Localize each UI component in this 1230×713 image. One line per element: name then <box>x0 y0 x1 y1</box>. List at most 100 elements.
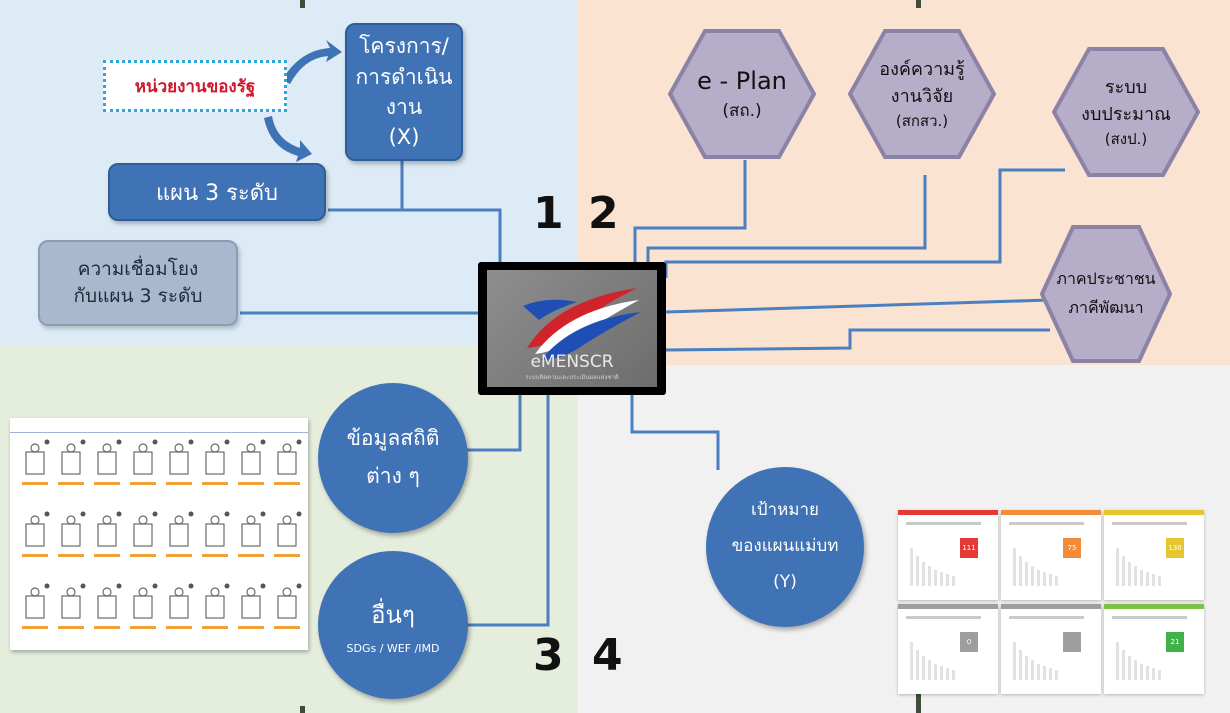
circle-others-line-1: อื่นๆ <box>371 601 415 629</box>
logo-brand: eMENSCR <box>530 352 614 372</box>
issue-icon <box>238 583 266 629</box>
wire-eplan <box>633 160 747 262</box>
thumbnail-bar <box>916 650 919 680</box>
issue-icon <box>274 511 302 557</box>
project-line-3: (X) <box>388 125 420 150</box>
thumbnail-bar <box>1134 660 1137 680</box>
thumbnail-bar <box>922 656 925 680</box>
thumbnail-title-line <box>1112 522 1187 525</box>
issue-icons-grid <box>22 439 302 629</box>
thumbnail-bar <box>1055 576 1058 586</box>
thumbnail-bar <box>1128 656 1131 680</box>
thumbnail-bar <box>1140 570 1143 586</box>
emenscr-logo[interactable]: eMENSCR ระบบติดตามและประเมินผลแห่งชาติ <box>478 262 666 395</box>
hex-budget[interactable]: ระบบ งบประมาณ (สงป.) <box>1052 46 1200 178</box>
thumbnail-bar <box>1146 666 1149 680</box>
thumbnail-bar <box>946 574 949 586</box>
project-box[interactable]: โครงการ/ การดำเนินงาน (X) <box>345 23 463 161</box>
hex-eplan-line-2: (สถ.) <box>722 101 762 122</box>
thumbnail-bar <box>1122 556 1125 586</box>
issue-icon <box>202 583 230 629</box>
issue-icon <box>238 511 266 557</box>
wire-stats <box>465 395 522 452</box>
thumbnail-bar <box>916 556 919 586</box>
thumbnail-accent-bar <box>1104 510 1204 515</box>
hex-people[interactable]: ภาคประชาชน ภาคีพัฒนา <box>1040 224 1172 364</box>
thumbnail-bar <box>952 576 955 586</box>
circle-target[interactable]: เป้าหมาย ของแผนแม่บท (Y) <box>706 467 864 627</box>
dashboard-thumbnail: 130 <box>1104 510 1204 600</box>
issue-icon <box>166 583 194 629</box>
thumbnail-bar <box>1043 666 1046 680</box>
plan-box[interactable]: แผน 3 ระดับ <box>108 163 326 221</box>
circle-others[interactable]: อื่นๆ SDGs / WEF /IMD <box>318 551 468 699</box>
thumbnail-bar <box>1031 566 1034 586</box>
link-box[interactable]: ความเชื่อมโยง กับแผน 3 ระดับ <box>38 240 238 326</box>
dashboard-thumbnail: 0 <box>898 604 998 694</box>
issue-icons-infographic <box>10 418 308 650</box>
issue-icon <box>22 439 50 485</box>
divider-tick <box>916 694 921 713</box>
issue-icon <box>274 439 302 485</box>
thumbnail-bar <box>1116 548 1119 586</box>
issue-icon <box>94 583 122 629</box>
thumbnail-bar <box>910 642 913 680</box>
issue-icon <box>130 439 158 485</box>
arrow-up-icon <box>282 40 342 84</box>
hex-eplan-line-1: e - Plan <box>697 67 787 96</box>
issue-icon <box>202 511 230 557</box>
thumbnail-bar <box>1116 642 1119 680</box>
thumbnail-bar <box>1037 664 1040 680</box>
thumbnail-bar <box>1019 650 1022 680</box>
issue-icon <box>22 583 50 629</box>
hex-research-line-3: (สกสว.) <box>895 111 949 130</box>
thumbnail-bar <box>910 548 913 586</box>
circle-others-line-2: SDGs / WEF /IMD <box>346 642 440 655</box>
project-line-2: การดำเนินงาน <box>355 64 453 119</box>
thumbnail-title-line <box>906 522 981 525</box>
divider-tick <box>916 0 921 8</box>
thumbnail-bar <box>1013 642 1016 680</box>
logo-panel: eMENSCR ระบบติดตามและประเมินผลแห่งชาติ <box>487 270 657 387</box>
hex-eplan[interactable]: e - Plan (สถ.) <box>668 28 816 160</box>
thumbnail-badge <box>1063 632 1081 652</box>
issue-icon <box>202 439 230 485</box>
agency-label: หน่วยงานของรัฐ <box>103 60 287 112</box>
thumbnail-accent-bar <box>898 604 998 609</box>
thumbnail-bar <box>1158 670 1161 680</box>
thumbnail-bar <box>940 666 943 680</box>
thumbnail-accent-bar <box>1001 510 1101 515</box>
plan-label: แผน 3 ระดับ <box>156 180 278 206</box>
thumbnail-bar <box>1025 562 1028 586</box>
quadrant-number-4: 4 <box>592 630 623 681</box>
quadrant-number-3: 3 <box>533 630 564 681</box>
circle-stats[interactable]: ข้อมูลสถิติ ต่าง ๆ <box>318 383 468 533</box>
thumbnail-bar <box>1025 656 1028 680</box>
hex-research[interactable]: องค์ความรู้ งานวิจัย (สกสว.) <box>848 28 996 160</box>
thumbnail-bar <box>1013 548 1016 586</box>
issue-icon <box>22 511 50 557</box>
circle-target-line-3: (Y) <box>773 571 797 592</box>
issue-icon <box>130 511 158 557</box>
link-line-2: กับแผน 3 ระดับ <box>73 285 203 307</box>
hex-budget-line-3: (สงป.) <box>1104 129 1148 148</box>
arrow-down-icon <box>264 116 312 162</box>
divider-tick <box>300 706 305 713</box>
issue-icon <box>166 511 194 557</box>
circle-target-line-1: เป้าหมาย <box>750 500 820 521</box>
thumbnail-badge: 0 <box>960 632 978 652</box>
hex-people-line-2: ภาคีพัฒนา <box>1068 298 1144 317</box>
thumbnail-title-line <box>1112 616 1187 619</box>
thumbnail-bar <box>952 670 955 680</box>
thumbnail-bar <box>1122 650 1125 680</box>
thumbnail-accent-bar <box>1104 604 1204 609</box>
thumbnail-badge: 21 <box>1166 632 1184 652</box>
thumbnail-bar <box>928 660 931 680</box>
thumbnail-badge: 75 <box>1063 538 1081 558</box>
project-line-1: โครงการ/ <box>359 34 449 59</box>
dashboard-thumbnail: 111 <box>898 510 998 600</box>
wire-others <box>465 395 550 627</box>
wire-research <box>646 175 927 272</box>
thumbnail-bar <box>1128 562 1131 586</box>
